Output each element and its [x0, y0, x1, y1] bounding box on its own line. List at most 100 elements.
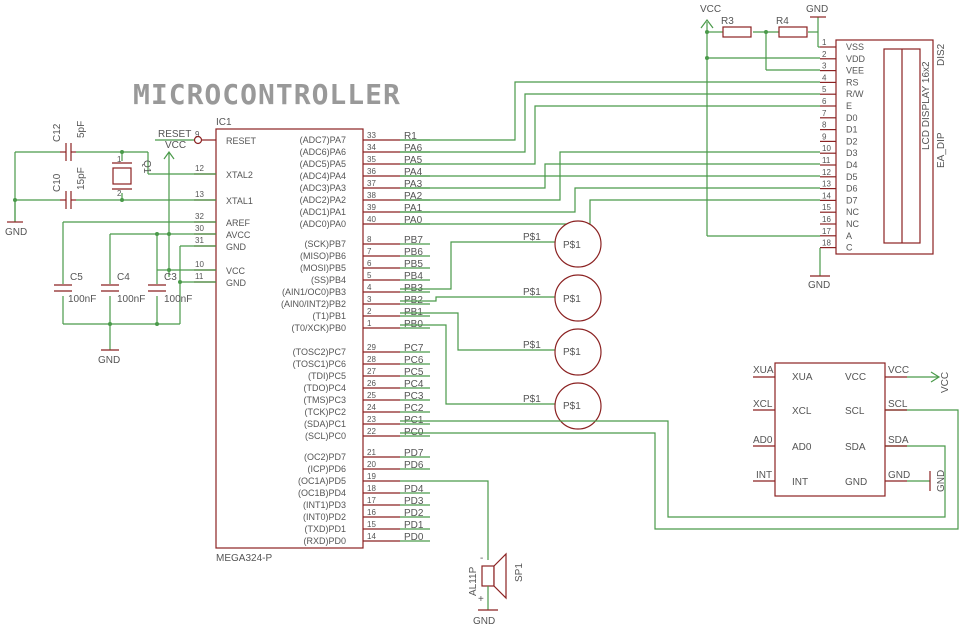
- ic-pin-num: 26: [367, 379, 376, 388]
- net-label: PD7: [404, 448, 424, 459]
- capacitor-c5[interactable]: C5 100nF: [54, 272, 96, 305]
- ic-pin-name: (INT0)PD2: [303, 512, 346, 522]
- pushbutton-pb2[interactable]: P$1 P$1: [400, 274, 602, 322]
- switch-label-4: P$1: [523, 394, 541, 405]
- ic-pin-num: 8: [367, 235, 372, 244]
- ic-pin-name: (ADC2)PA2: [300, 195, 346, 205]
- ic-pin-num: 22: [367, 427, 376, 436]
- vcc-symbol-reset: VCC: [163, 140, 186, 277]
- crystal-q1[interactable]: 1 2 Q1: [13, 150, 216, 222]
- vcc-label-reset: VCC: [165, 140, 186, 151]
- lcd-pin-name: D5: [846, 172, 858, 182]
- lcd-power-network: VCC GND GND: [700, 4, 830, 291]
- lcd-pin-name: D0: [846, 113, 858, 123]
- rtc-module[interactable]: XUA XCL AD0 INT XUA XCL AD0 INT VCC SCL …: [753, 362, 910, 497]
- net-label: PC7: [404, 343, 424, 354]
- capacitor-c10[interactable]: C10 15pF: [52, 167, 87, 209]
- microcontroller-ic[interactable]: IC1 MEGA324-P 9RESET12XTAL213XTAL132AREF…: [194, 117, 430, 564]
- ic-pin-name: (TDO)PC4: [304, 383, 347, 393]
- rtc-pin-vcc: VCC: [845, 372, 866, 383]
- c4-value: 100nF: [117, 294, 145, 305]
- ic-pin-name: (ADC1)PA1: [300, 207, 346, 217]
- ic-pin-name: (AIN1/OC0)PB3: [282, 287, 346, 297]
- net-label: PC6: [404, 355, 424, 366]
- pushbutton-pb0[interactable]: P$1 P$1: [400, 324, 602, 430]
- vcc-label-rtc: VCC: [940, 372, 951, 393]
- switch-pin-1: P$1: [563, 240, 581, 251]
- net-label: PD6: [404, 460, 424, 471]
- ic-pin-name: (INT1)PD3: [303, 500, 346, 510]
- lcd-pin-name: D1: [846, 125, 858, 135]
- net-label: PB6: [404, 247, 423, 258]
- ic-pin-name: (ADC4)PA4: [300, 171, 346, 181]
- rtc-pin-xcl: XCL: [792, 406, 812, 417]
- lcd-pin-num: 1: [822, 38, 827, 47]
- lcd-pin-num: 9: [822, 132, 827, 141]
- net-label: PD0: [404, 532, 424, 543]
- ic-pin-name: (OC1B)PD4: [298, 488, 346, 498]
- ic-pin-name: (ADC0)PA0: [300, 219, 346, 229]
- ic-pin-name: GND: [226, 242, 247, 252]
- ic-pin-num: 24: [367, 403, 376, 412]
- ic-pin-num: 3: [367, 295, 372, 304]
- ic-pin-num: 6: [367, 259, 372, 268]
- switch-label-1: P$1: [523, 232, 541, 243]
- lcd-pin-num: 16: [822, 215, 831, 224]
- c10-value: 15pF: [76, 167, 87, 190]
- resistor-r4[interactable]: R4: [776, 16, 808, 38]
- ic-pin-num: 12: [195, 164, 204, 173]
- ic-pin-num: 27: [367, 367, 376, 376]
- ic-pin-num: 30: [195, 224, 204, 233]
- capacitor-c4[interactable]: C4 100nF: [101, 272, 145, 305]
- ic-pin-num: 14: [367, 532, 376, 541]
- ic-pin-name: AVCC: [226, 230, 251, 240]
- ic-pin-num: 36: [367, 167, 376, 176]
- ic-pin-num: 25: [367, 391, 376, 400]
- rtc-pin-gnd: GND: [845, 477, 867, 488]
- net-label: PD4: [404, 484, 424, 495]
- c5-ref: C5: [70, 272, 83, 283]
- gnd-label-left: GND: [5, 227, 27, 238]
- rtc-pin-ad0: AD0: [792, 442, 812, 453]
- speaker-sp1[interactable]: AL11P SP1 - + GND: [400, 480, 525, 627]
- net-label: PA3: [404, 179, 423, 190]
- i2c-bus: [400, 409, 959, 530]
- vcc-label-lcd: VCC: [700, 4, 721, 15]
- net-label: PD3: [404, 496, 424, 507]
- switch-pin-3: P$1: [563, 347, 581, 358]
- rtc-out-sda: SDA: [888, 435, 909, 446]
- pushbutton-pb1[interactable]: P$1 P$1: [400, 312, 602, 376]
- ic-pin-name: (SCL)PC0: [305, 431, 346, 441]
- speaker-part: AL11P: [468, 566, 479, 596]
- switch-pin-4: P$1: [563, 401, 581, 412]
- capacitor-c12[interactable]: C12 5pF: [52, 121, 87, 161]
- pushbutton-pb3[interactable]: P$1 P$1: [400, 220, 602, 290]
- ic-pin-num: 40: [367, 215, 376, 224]
- crystal-pin2: 2: [117, 189, 122, 198]
- ic-pin-name: (SS)PB4: [311, 275, 346, 285]
- ic-pin-num: 31: [195, 236, 204, 245]
- net-label: PD1: [404, 520, 424, 531]
- ic-pin-name: (ADC6)PA6: [300, 147, 346, 157]
- switch-label-2: P$1: [523, 287, 541, 298]
- speaker-ref: SP1: [514, 563, 525, 582]
- r4-ref: R4: [776, 16, 789, 27]
- capacitor-c3[interactable]: C3 100nF: [148, 272, 192, 305]
- ic-left-pins: 9RESET12XTAL213XTAL132AREF30AVCC31GND10V…: [194, 130, 257, 288]
- lcd-pin-name: D6: [846, 184, 858, 194]
- resistor-r3[interactable]: R3: [721, 16, 752, 38]
